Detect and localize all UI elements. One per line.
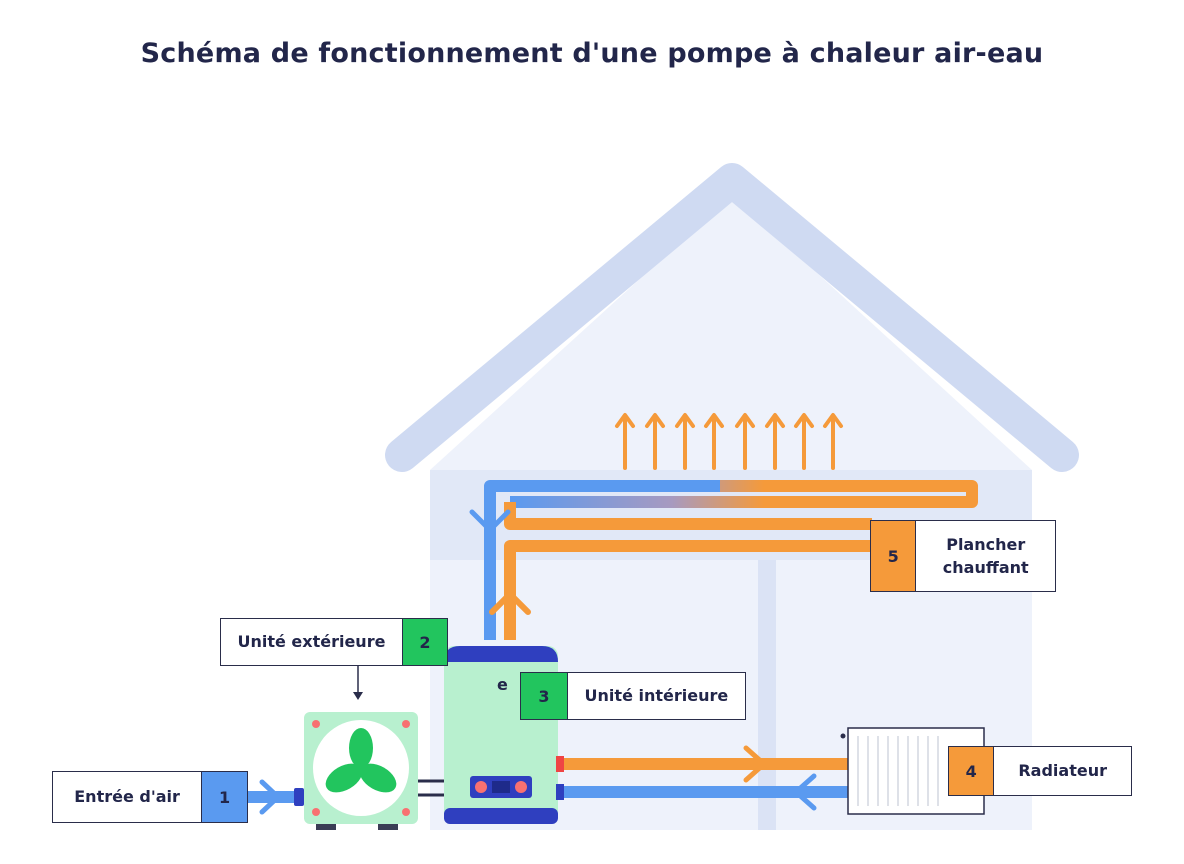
label-underfloor-text: Plancher chauffant <box>916 521 1055 591</box>
unit-connector <box>418 779 444 797</box>
house-roof <box>385 163 1079 472</box>
hot-feed-pipe <box>504 540 872 640</box>
label-radiator-text: Radiateur <box>1018 761 1107 781</box>
heat-arrow <box>675 413 695 470</box>
bolt-dot <box>312 808 320 816</box>
heat-arrow <box>704 413 724 470</box>
label-indoor-unit: 3 Unité intérieure <box>520 672 746 720</box>
label-underfloor-heating: 5 Plancher chauffant <box>870 520 1056 592</box>
loop-top-pipe <box>510 480 978 508</box>
brand-logo: e <box>497 675 508 694</box>
bolt-dot <box>402 808 410 816</box>
loop-middle-pipe <box>504 502 872 530</box>
radiator-pipes <box>558 745 850 811</box>
label-air-intake-text: Entrée d'air <box>74 787 180 807</box>
badge-1: 1 <box>201 772 247 822</box>
house-gable <box>430 195 1032 470</box>
radiator-cold-arrow <box>792 773 817 811</box>
label-underfloor-line2: chauffant <box>942 558 1029 577</box>
badge-2: 2 <box>401 619 447 665</box>
fan-icon <box>325 728 397 793</box>
badge-4: 4 <box>949 747 995 795</box>
cold-down-arrow <box>469 509 511 533</box>
heat-arrow <box>823 413 843 470</box>
label-radiator: 4 Radiateur <box>948 746 1132 796</box>
radiator-hot-arrow <box>743 745 768 783</box>
label-indoor-unit-text: Unité intérieure <box>584 686 729 706</box>
label-underfloor-line1: Plancher <box>946 534 1026 554</box>
heat-arrow <box>615 413 635 470</box>
radiator-pointer-dot <box>840 733 846 739</box>
label-outdoor-unit-text: Unité extérieure <box>237 632 386 652</box>
hot-up-arrow <box>489 591 531 615</box>
cold-return-pipe <box>484 480 720 640</box>
label-outdoor-unit: Unité extérieure 2 <box>220 618 448 666</box>
heat-arrow <box>794 413 814 470</box>
heat-arrow <box>645 413 665 470</box>
diagram-title: Schéma de fonctionnement d'une pompe à c… <box>140 38 1044 69</box>
label-air-intake: Entrée d'air 1 <box>52 771 248 823</box>
outdoor-label-pointer <box>353 666 363 700</box>
heat-arrow <box>765 413 785 470</box>
bolt-dot <box>312 720 320 728</box>
heat-arrow <box>735 413 755 470</box>
underfloor-heating-pipes <box>469 480 978 640</box>
bolt-dot <box>402 720 410 728</box>
badge-5: 5 <box>871 521 917 591</box>
heat-rising-arrows <box>615 413 843 470</box>
air-intake-pipe <box>246 779 304 815</box>
outdoor-unit <box>304 712 418 830</box>
badge-3: 3 <box>521 673 568 719</box>
